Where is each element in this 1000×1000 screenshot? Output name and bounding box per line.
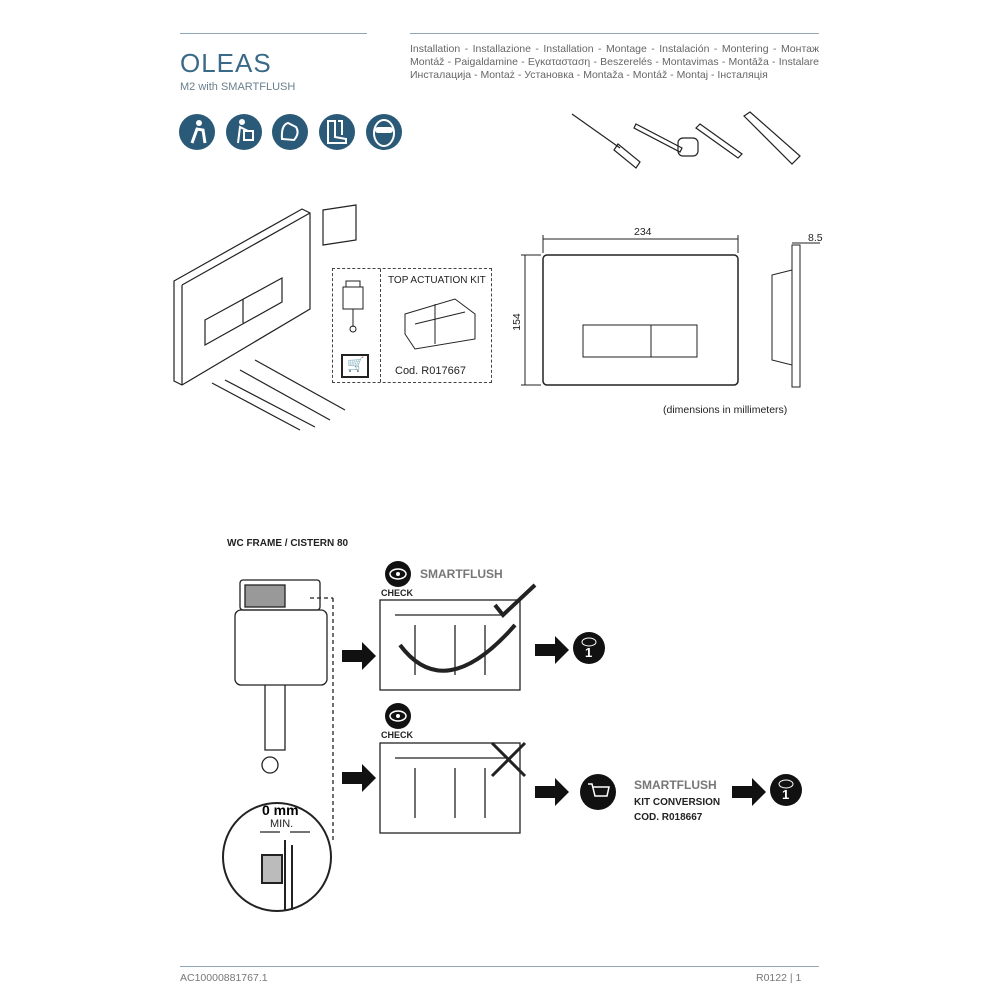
- document-code: AC10000881767.1: [180, 972, 268, 984]
- min-gap-value: 0 mm: [262, 802, 299, 818]
- kit-title: TOP ACTUATION KIT: [388, 275, 486, 286]
- conversion-line1: KIT CONVERSION: [634, 797, 721, 808]
- safety-goggles-icon: [366, 114, 402, 150]
- gloves-icon: [272, 114, 308, 150]
- worker-icon: [179, 114, 215, 150]
- pencil-icon: [695, 123, 743, 159]
- cutter-knife-icon: [743, 111, 801, 165]
- step-number: 1: [585, 645, 593, 660]
- gap-detail-circle: [222, 802, 332, 912]
- screwdriver-icon: [571, 113, 641, 169]
- page-info: R0122 | 1: [756, 972, 802, 984]
- check-label: CHECK: [381, 730, 414, 740]
- min-label: MIN.: [270, 818, 294, 830]
- step-number: 1: [782, 787, 790, 802]
- arrow-icon: [342, 642, 376, 670]
- height-dimension: 154: [510, 313, 523, 331]
- cart-arrow-icon: [535, 774, 616, 810]
- safety-boots-icon: [319, 114, 355, 150]
- divider: [180, 33, 367, 34]
- smartflush-label: SMARTFLUSH: [420, 567, 503, 581]
- dimension-drawing: [521, 235, 820, 388]
- kit-box: 🛒 TOP ACTUATION KIT Cod. R017667: [332, 268, 492, 383]
- arrow-icon: [342, 764, 376, 792]
- conversion-title: SMARTFLUSH: [634, 778, 717, 792]
- revision: R0122: [756, 972, 787, 984]
- eye-icon: [385, 703, 411, 729]
- check-label: CHECK: [381, 588, 414, 598]
- shopping-cart-icon[interactable]: 🛒: [341, 354, 369, 378]
- conversion-code: COD. R018667: [634, 812, 703, 823]
- dimensions-note: (dimensions in millimeters): [663, 404, 788, 416]
- standard-mechanism-not-ok: [379, 741, 527, 834]
- width-dimension: 234: [634, 226, 652, 238]
- cistern-icon: [342, 280, 364, 333]
- page-number: 1: [795, 972, 802, 984]
- smartflush-mechanism-ok: [379, 583, 537, 691]
- tape-measure-icon: [633, 123, 699, 157]
- depth-dimension: 8.5: [808, 232, 823, 244]
- safety-icons: [179, 114, 402, 150]
- checkmark-icon: [493, 583, 537, 618]
- arrow-icon: [535, 632, 605, 664]
- back-lifting-icon: [226, 114, 262, 150]
- cistern-frame-illustration: [234, 579, 334, 840]
- tools-illustration: [571, 111, 801, 169]
- divider: [410, 33, 819, 34]
- arrow-icon: [732, 774, 802, 806]
- product-subtitle: M2 with SMARTFLUSH: [180, 81, 296, 93]
- actuation-kit-illustration: [404, 298, 476, 350]
- footer-divider: [180, 966, 819, 967]
- product-title: OLEAS: [180, 48, 272, 78]
- frame-label: WC FRAME / CISTERN 80: [227, 538, 349, 549]
- screws-illustration: [211, 359, 346, 431]
- manual-booklet-icon: [322, 204, 357, 246]
- kit-code: Cod. R017667: [395, 365, 466, 377]
- installation-languages: Installation - Installazione - Installat…: [410, 43, 819, 81]
- cross-icon: [490, 741, 527, 778]
- flush-plate-illustration: [173, 204, 357, 431]
- eye-icon: [385, 561, 411, 587]
